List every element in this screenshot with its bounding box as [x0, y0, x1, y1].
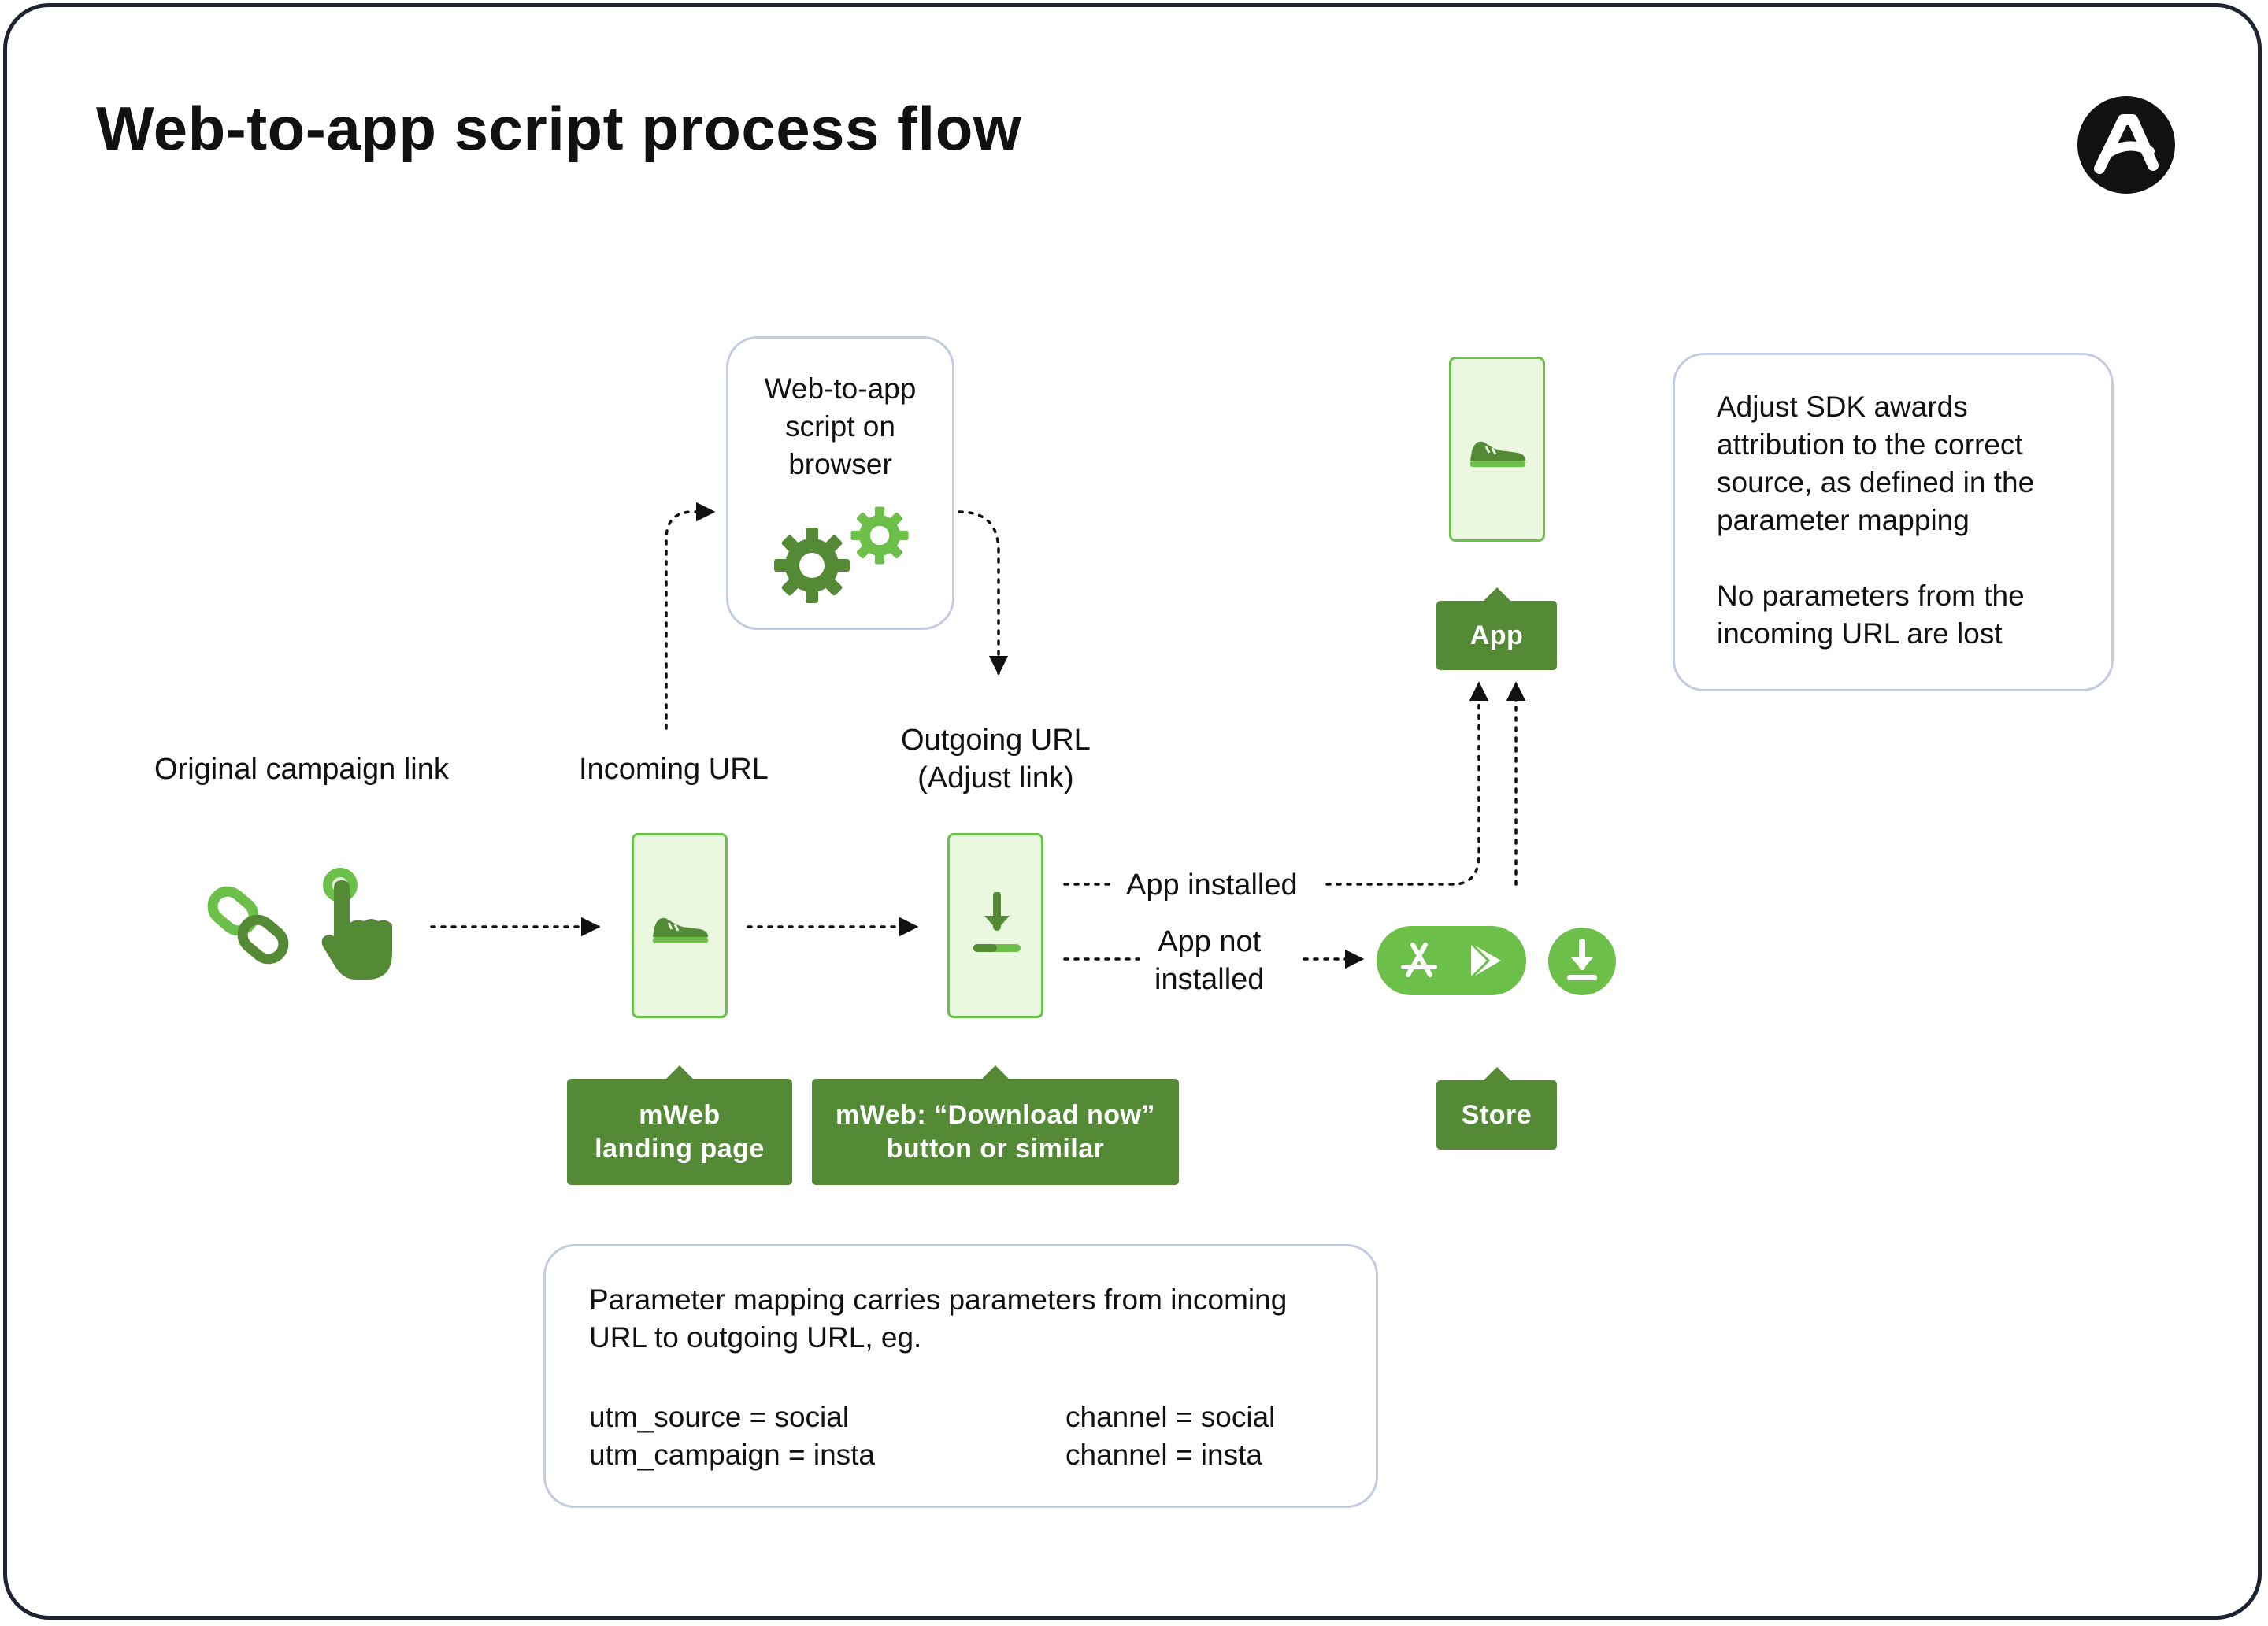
gear-icon — [774, 528, 850, 603]
app-store-icon — [1401, 943, 1437, 977]
label-outgoing-url: Outgoing URL (Adjust link) — [901, 724, 1091, 794]
tap-hand-icon — [321, 868, 392, 980]
label-app-not-installed: App not installed — [1154, 925, 1265, 996]
attribution-note-box: Adjust SDK awards attribution to the cor… — [1673, 353, 2114, 691]
label-app-installed: App installed — [1126, 869, 1298, 902]
link-icon — [207, 886, 289, 965]
download-icon — [1548, 928, 1616, 995]
label-incoming-url: Incoming URL — [579, 753, 769, 786]
mapping-to-values: channel = social channel = insta — [1065, 1398, 1275, 1474]
arrow-incoming-to-script — [665, 502, 716, 730]
phone-app — [1449, 357, 1545, 542]
logo-icon — [2077, 96, 2175, 194]
mapping-to-2: channel = insta — [1065, 1439, 1262, 1471]
gear-icon — [850, 506, 909, 565]
script-on-browser-box: Web-to-app script on browser — [726, 336, 954, 630]
sneaker-icon — [1470, 441, 1525, 467]
tag-mweb-download-now: mWeb: “Download now” button or similar — [812, 1065, 1179, 1185]
mapping-to-1: channel = social — [1065, 1401, 1276, 1433]
arrow-script-to-outgoing — [958, 510, 1009, 676]
parameter-mapping-box: Parameter mapping carries parameters fro… — [543, 1244, 1378, 1508]
phone-download-now — [947, 833, 1043, 1018]
diagram-frame — [3, 3, 2262, 1620]
page-title: Web-to-app script process flow — [96, 94, 1022, 163]
arrow-installed-to-app-a — [1325, 681, 1489, 886]
mapping-from-1: utm_source = social — [589, 1401, 850, 1433]
mapping-from-2: utm_campaign = insta — [589, 1439, 876, 1471]
label-original-campaign-link: Original campaign link — [154, 753, 449, 786]
play-store-icon — [1469, 942, 1501, 980]
tag-store: Store — [1436, 1067, 1557, 1150]
phone-landing-page — [632, 833, 728, 1018]
app-stores-pill — [1377, 926, 1526, 995]
sneaker-icon — [653, 917, 708, 943]
download-icon — [973, 892, 1021, 952]
tag-mweb-landing-page: mWeb landing page — [567, 1065, 792, 1185]
tag-app: App — [1436, 587, 1557, 670]
mapping-from-values: utm_source = social utm_campaign = insta — [589, 1398, 875, 1474]
